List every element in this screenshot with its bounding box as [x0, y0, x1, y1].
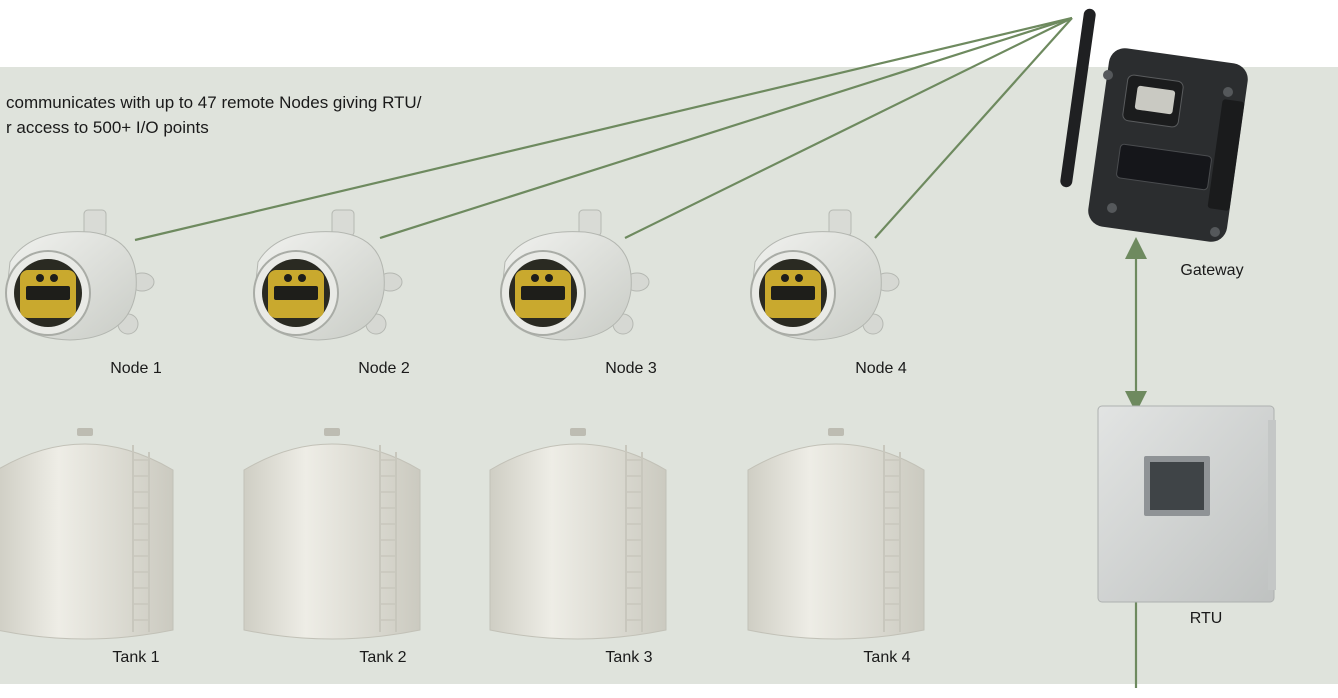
wireless-node-icon — [750, 209, 900, 341]
antenna-icon — [1060, 8, 1096, 188]
storage-tank-icon — [0, 428, 174, 640]
node-label: Node 1 — [110, 360, 162, 377]
radio-link-node-3 — [624, 17, 1073, 239]
node-label: Node 4 — [855, 360, 907, 377]
tanks — [0, 428, 925, 640]
tank-label: Tank 3 — [605, 649, 653, 666]
storage-tank-icon — [489, 428, 667, 640]
tank-label: Tank 4 — [863, 649, 911, 666]
wireless-node-icon — [500, 209, 650, 341]
wireless-node-icon — [5, 209, 155, 341]
tank-label: Tank 2 — [359, 649, 407, 666]
rtu-enclosure-icon — [1097, 405, 1276, 603]
node-label: Node 3 — [605, 360, 657, 377]
headline-line-1: communicates with up to 47 remote Nodes … — [6, 93, 422, 112]
gateway-label: Gateway — [1180, 262, 1244, 279]
radio-link-node-1 — [134, 16, 1073, 242]
headline-line-2: r access to 500+ I/O points — [6, 118, 209, 137]
headline: communicates with up to 47 remote Nodes … — [0, 90, 560, 140]
gateway-device — [1060, 8, 1248, 242]
node-label: Node 2 — [358, 360, 410, 377]
wireless-node-icon — [253, 209, 403, 341]
tank-label: Tank 1 — [112, 649, 160, 666]
radio-link-node-2 — [379, 16, 1073, 240]
storage-tank-icon — [747, 428, 925, 640]
rtu-label: RTU — [1189, 610, 1223, 627]
radio-link-node-4 — [874, 17, 1073, 239]
radio-links — [134, 16, 1073, 242]
storage-tank-icon — [243, 428, 421, 640]
nodes — [5, 209, 900, 341]
